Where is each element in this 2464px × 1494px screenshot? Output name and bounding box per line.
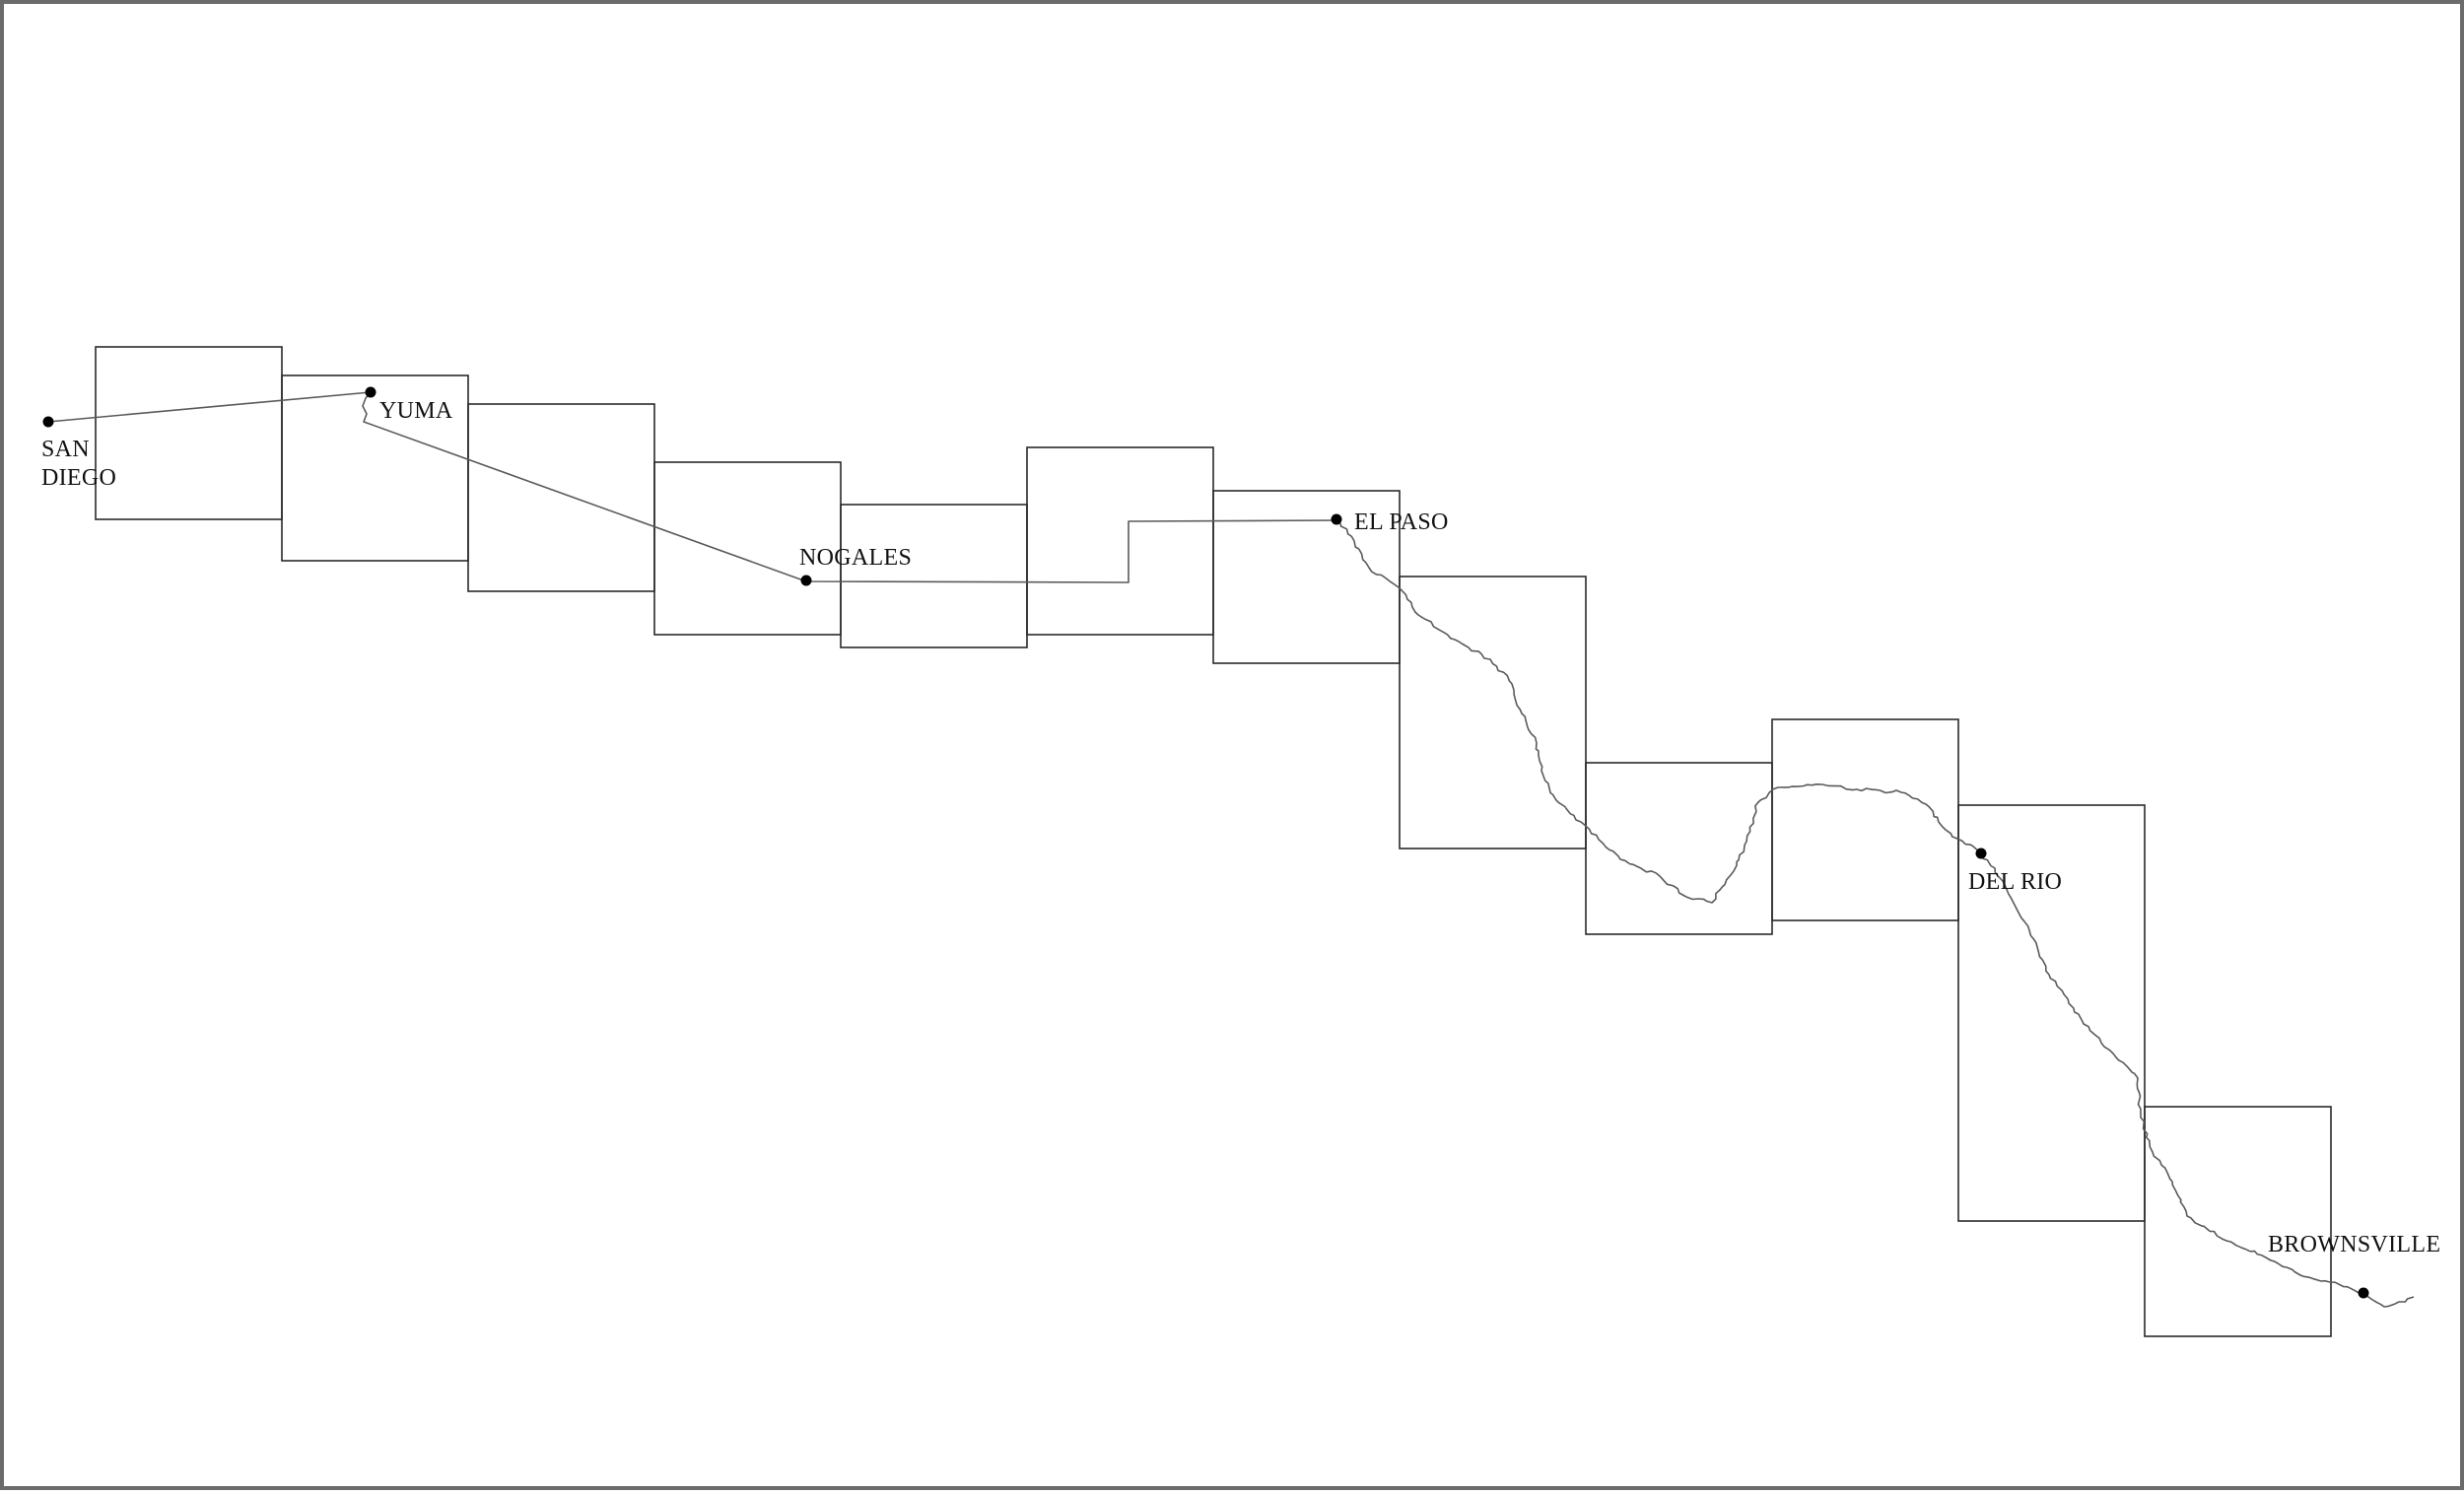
city-label-line: BROWNSVILLE <box>2268 1232 2440 1257</box>
city-label-nogales: NOGALES <box>799 545 912 571</box>
city-label-del-rio: DEL RIO <box>1968 869 2062 895</box>
city-marker-el-paso <box>1331 513 1342 525</box>
city-label-el-paso: EL PASO <box>1354 509 1449 535</box>
map-sheet-grid <box>95 346 2332 1337</box>
city-marker-yuma <box>365 386 376 398</box>
map-sheet-outline <box>1399 576 1587 849</box>
city-label-line: DIEGO <box>41 465 116 491</box>
map-sheet-outline <box>1771 718 1959 921</box>
city-marker-nogales <box>800 575 812 586</box>
city-label-line: SAN <box>41 437 90 462</box>
map-sheet-outline <box>2144 1106 2332 1337</box>
city-label-line: NOGALES <box>799 545 912 571</box>
map-sheet-outline <box>467 403 655 592</box>
map-sheet-outline <box>1957 804 2146 1222</box>
river-boundary-line <box>1335 518 2415 1308</box>
map-sheet-outline <box>1026 446 1214 636</box>
city-marker-del-rio <box>1975 848 1987 859</box>
border-map: SAN DIEGO YUMA NOGALES EL PASO DEL RIO BROWNSV… <box>41 346 2440 1337</box>
city-label-line: DEL RIO <box>1968 869 2062 895</box>
city-label-brownsville: BROWNSVILLE <box>2268 1232 2440 1257</box>
map-sheet-outline <box>95 346 283 520</box>
city-label-yuma: YUMA <box>379 398 453 424</box>
city-markers: SAN DIEGO YUMA NOGALES EL PASO DEL RIO BROWNSV… <box>41 386 2440 1299</box>
land-boundary-line <box>47 391 1337 583</box>
city-marker-san-diego <box>42 416 54 428</box>
map-sheet-outline <box>840 504 1028 648</box>
border-route <box>47 391 2415 1308</box>
city-label-line: EL PASO <box>1354 509 1449 535</box>
city-marker-brownsville <box>2358 1287 2369 1299</box>
city-label-san-diego: SAN DIEGO <box>41 437 116 491</box>
city-label-line: YUMA <box>379 398 453 424</box>
